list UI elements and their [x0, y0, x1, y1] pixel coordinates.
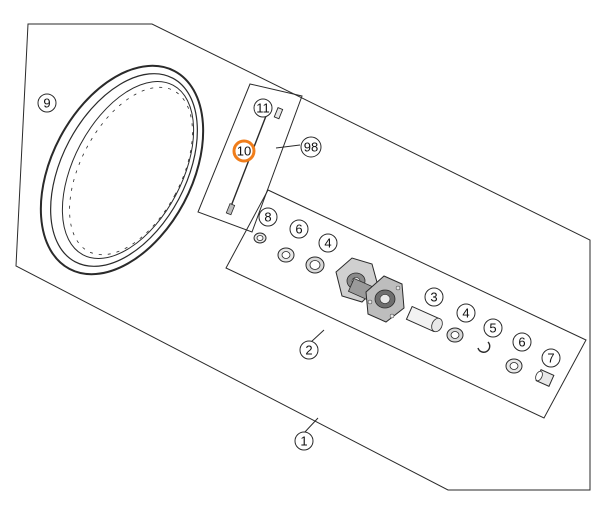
- leader-lines: [251, 143, 325, 434]
- callout-6-left: 6: [289, 219, 309, 239]
- callout-9: 9: [37, 93, 57, 113]
- callout-3: 3: [424, 287, 444, 307]
- callout-8: 8: [258, 207, 278, 227]
- callout-7-label: 7: [547, 351, 554, 366]
- shaft-seal-right-drawing: [505, 358, 523, 374]
- shaft-seal-left-drawing: [277, 247, 295, 263]
- hub-group-outline: [225, 189, 587, 419]
- callout-5: 5: [483, 318, 503, 338]
- spacer-tube-drawing: [405, 305, 443, 333]
- callout-6-right: 6: [512, 332, 532, 352]
- spoke-group-outline: [197, 83, 303, 233]
- callout-4-left-label: 4: [324, 236, 331, 251]
- callout-4-right-label: 4: [462, 306, 469, 321]
- callout-2: 2: [299, 340, 319, 360]
- callout-4-right: 4: [456, 303, 476, 323]
- rim-drawing: [39, 64, 205, 276]
- callout-98-label: 98: [304, 140, 318, 155]
- callout-3-label: 3: [430, 290, 437, 305]
- bushing-drawing: [535, 369, 555, 387]
- callout-98: 98: [300, 136, 322, 158]
- hub-drawing: [335, 257, 405, 323]
- bearing-right-drawing: [446, 327, 464, 343]
- spoke-nipple-drawing: [273, 107, 284, 120]
- callout-9-label: 9: [43, 96, 50, 111]
- callout-7: 7: [541, 348, 561, 368]
- callout-1: 1: [294, 431, 314, 451]
- wheel-assembly-outline: [15, 23, 591, 491]
- seal-ring-left-drawing: [253, 232, 267, 244]
- circlip-drawing: [477, 341, 491, 353]
- callout-11-label: 11: [256, 101, 270, 116]
- callout-11: 11: [253, 98, 273, 118]
- bearing-left-drawing: [305, 256, 325, 274]
- callout-4-left: 4: [318, 233, 338, 253]
- callout-10: 10: [232, 139, 256, 163]
- callout-6-right-label: 6: [518, 335, 525, 350]
- callout-8-label: 8: [264, 210, 271, 225]
- callout-5-label: 5: [489, 321, 496, 336]
- callout-1-label: 1: [300, 434, 307, 449]
- callout-6-left-label: 6: [295, 222, 302, 237]
- callout-2-label: 2: [305, 343, 312, 358]
- callout-10-label: 10: [237, 144, 251, 159]
